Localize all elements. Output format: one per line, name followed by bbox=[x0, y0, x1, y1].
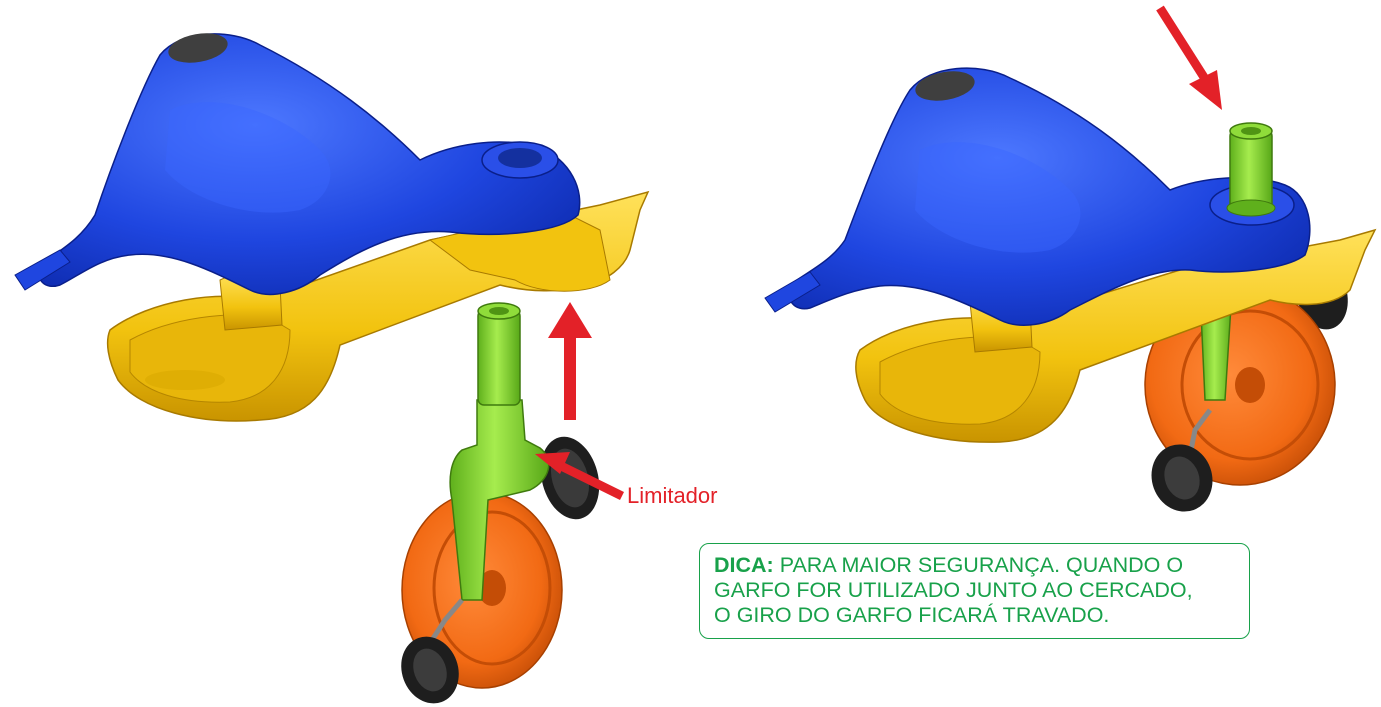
tip-text-1: PARA MAIOR SEGURANÇA. QUANDO O bbox=[779, 553, 1184, 577]
right-blue-body bbox=[764, 67, 1311, 326]
tip-line-2: GARFO FOR UTILIZADO JUNTO AO CERCADO, bbox=[714, 578, 1193, 602]
left-footrest-tray bbox=[106, 190, 650, 422]
tip-line-3: O GIRO DO GARFO FICARÁ TRAVADO. bbox=[714, 603, 1110, 627]
limitador-arrow bbox=[535, 452, 624, 501]
left-blue-body bbox=[14, 33, 581, 296]
limitador-label: Limitador bbox=[627, 483, 718, 508]
left-assembly bbox=[14, 33, 650, 704]
tip-box: DICA: PARA MAIOR SEGURANÇA. QUANDO O GAR… bbox=[699, 543, 1250, 639]
right-assembly bbox=[764, 5, 1377, 512]
right-footrest-tray bbox=[855, 228, 1377, 443]
tip-title: DICA: bbox=[714, 553, 774, 577]
right-fork-stem bbox=[1226, 122, 1276, 217]
right-wheel bbox=[1144, 260, 1348, 512]
left-up-arrow bbox=[548, 302, 592, 420]
right-down-arrow bbox=[1156, 5, 1222, 110]
tip-line-1: DICA: PARA MAIOR SEGURANÇA. QUANDO O bbox=[714, 553, 1235, 578]
